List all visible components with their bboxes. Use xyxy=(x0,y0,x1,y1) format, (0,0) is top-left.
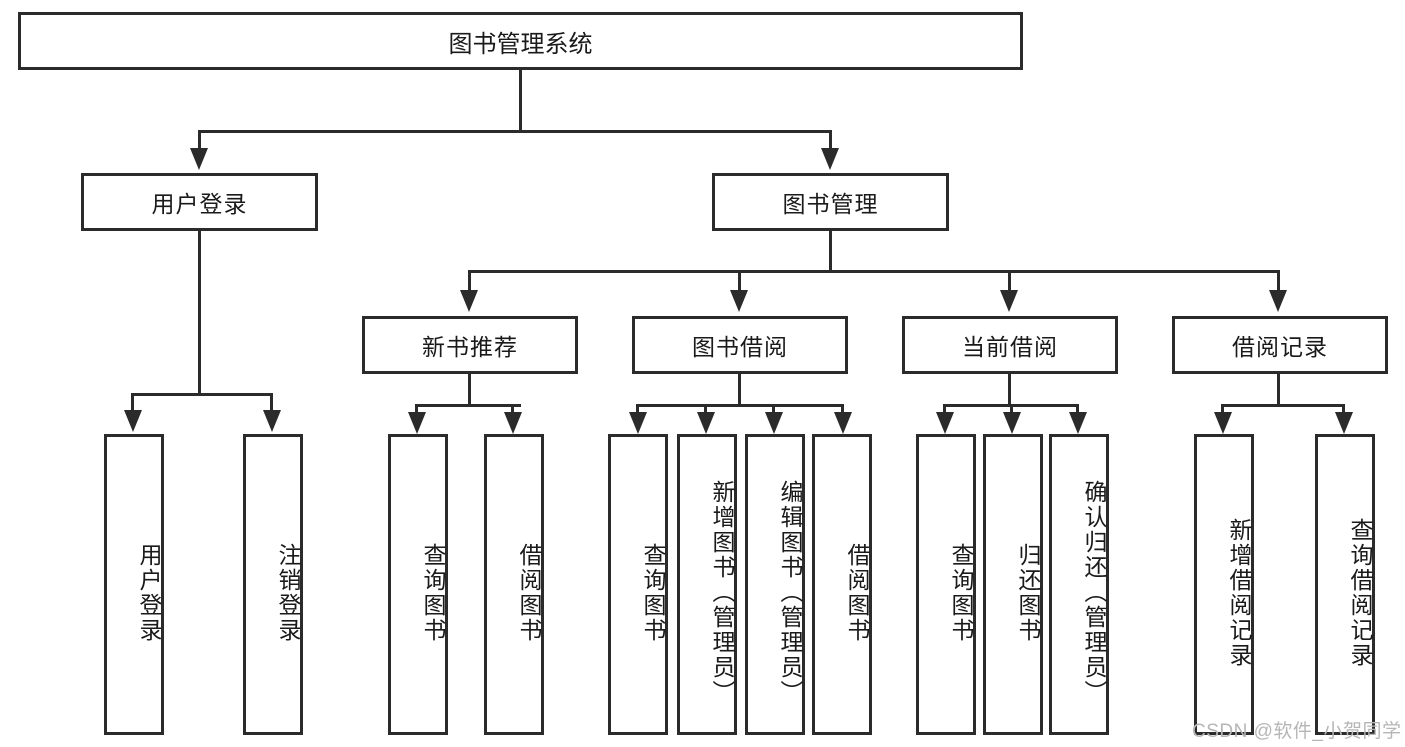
connector-user-login-drop-1 xyxy=(131,393,134,413)
node-label: 新增借阅记录 xyxy=(1226,517,1252,668)
node-label: 查询借阅记录 xyxy=(1347,517,1373,668)
node-label: 图书管理 xyxy=(782,191,879,217)
arrowhead-book-borrow-leaf-3 xyxy=(765,412,783,434)
leaf-logout[interactable]: 注销登录 xyxy=(243,434,303,735)
leaf-borrow-borrow-book[interactable]: 借阅图书 xyxy=(812,434,872,735)
arrowhead-to-book-manage xyxy=(821,148,839,170)
connector-root-drop-right xyxy=(829,130,832,152)
connector-book-borrow-drop-1 xyxy=(636,404,639,418)
node-borrow-record[interactable]: 借阅记录 xyxy=(1172,316,1388,374)
connector-new-book-drop-2 xyxy=(511,404,514,418)
connector-user-login-drop-2 xyxy=(270,393,273,413)
arrowhead-to-user-login xyxy=(190,148,208,170)
leaf-record-query[interactable]: 查询借阅记录 xyxy=(1315,434,1375,735)
arrowhead-current-borrow-leaf-3 xyxy=(1069,412,1087,434)
leaf-current-confirm-return[interactable]: 确认归还（管理员） xyxy=(1049,434,1109,735)
arrowhead-new-book-leaf-1 xyxy=(408,412,426,434)
connector-new-book-drop-1 xyxy=(415,404,418,418)
node-label: 图书借阅 xyxy=(692,334,788,360)
connector-new-book-bar xyxy=(415,404,521,407)
arrowhead-user-login-leaf-1 xyxy=(124,410,142,432)
arrowhead-borrow-record-leaf-1 xyxy=(1214,412,1232,434)
arrowhead-to-new-book xyxy=(460,290,478,312)
arrowhead-new-book-leaf-2 xyxy=(504,412,522,434)
node-label: 归还图书 xyxy=(1015,542,1041,643)
arrowhead-current-borrow-leaf-2 xyxy=(1003,412,1021,434)
connector-book-borrow-bar xyxy=(636,404,844,407)
node-label: 借阅图书 xyxy=(516,542,542,643)
node-label: 查询图书 xyxy=(640,542,666,643)
leaf-new-book-borrow[interactable]: 借阅图书 xyxy=(484,434,544,735)
connector-book-borrow-drop-2 xyxy=(704,404,707,418)
node-label: 借阅记录 xyxy=(1232,334,1328,360)
arrowhead-to-borrow-record xyxy=(1269,290,1287,312)
leaf-current-query-book[interactable]: 查询图书 xyxy=(916,434,976,735)
node-label: 用户登录 xyxy=(151,191,248,217)
node-current-borrow[interactable]: 当前借阅 xyxy=(902,316,1118,374)
arrowhead-to-current-borrow xyxy=(1000,290,1018,312)
connector-book-borrow-stem xyxy=(738,374,741,407)
leaf-current-return-book[interactable]: 归还图书 xyxy=(983,434,1043,735)
connector-user-login-stem xyxy=(198,231,201,396)
node-label: 新书推荐 xyxy=(422,334,518,360)
node-label: 用户登录 xyxy=(136,542,162,643)
node-new-book-recommend[interactable]: 新书推荐 xyxy=(362,316,578,374)
leaf-record-add[interactable]: 新增借阅记录 xyxy=(1194,434,1254,735)
connector-root-drop-left xyxy=(198,130,201,152)
node-label: 编辑图书（管理员） xyxy=(777,480,803,705)
connector-borrow-record-stem xyxy=(1277,374,1280,407)
arrowhead-current-borrow-leaf-1 xyxy=(936,412,954,434)
connector-book-manage-stem xyxy=(829,231,832,272)
connector-book-borrow-drop-3 xyxy=(772,404,775,418)
connector-root-bar xyxy=(198,130,832,133)
leaf-new-book-query[interactable]: 查询图书 xyxy=(388,434,448,735)
connector-book-manage-drop-1 xyxy=(468,270,471,293)
arrowhead-book-borrow-leaf-1 xyxy=(629,412,647,434)
leaf-user-login[interactable]: 用户登录 xyxy=(104,434,164,735)
node-label: 注销登录 xyxy=(275,542,301,643)
node-label: 当前借阅 xyxy=(962,334,1058,360)
node-label: 图书管理系统 xyxy=(448,30,593,58)
arrowhead-book-borrow-leaf-2 xyxy=(697,412,715,434)
connector-current-borrow-drop-1 xyxy=(943,404,946,418)
node-book-management[interactable]: 图书管理 xyxy=(712,173,949,231)
node-label: 新增图书（管理员） xyxy=(709,480,735,705)
node-label: 查询图书 xyxy=(420,542,446,643)
connector-book-manage-drop-3 xyxy=(1008,270,1011,293)
connector-book-manage-drop-4 xyxy=(1277,270,1280,293)
connector-borrow-record-drop-1 xyxy=(1221,404,1224,418)
node-label: 查询图书 xyxy=(948,542,974,643)
connector-book-manage-drop-2 xyxy=(738,270,741,293)
connector-book-manage-bar xyxy=(468,270,1280,273)
connector-new-book-stem xyxy=(468,374,471,407)
csdn-watermark: CSDN @软件_小贺同学 xyxy=(1192,721,1402,742)
connector-current-borrow-stem xyxy=(1008,374,1011,407)
connector-borrow-record-bar xyxy=(1221,404,1345,407)
node-root-system[interactable]: 图书管理系统 xyxy=(18,12,1023,70)
arrowhead-user-login-leaf-2 xyxy=(263,410,281,432)
leaf-borrow-edit-book[interactable]: 编辑图书（管理员） xyxy=(745,434,805,735)
node-user-login[interactable]: 用户登录 xyxy=(81,173,318,231)
node-book-borrow[interactable]: 图书借阅 xyxy=(632,316,848,374)
arrowhead-borrow-record-leaf-2 xyxy=(1335,412,1353,434)
node-label: 借阅图书 xyxy=(844,542,870,643)
arrowhead-book-borrow-leaf-4 xyxy=(834,412,852,434)
connector-root-stem xyxy=(519,70,522,132)
connector-book-borrow-drop-4 xyxy=(841,404,844,418)
arrowhead-to-book-borrow xyxy=(730,290,748,312)
connector-current-borrow-drop-2 xyxy=(1010,404,1013,418)
node-label: 确认归还（管理员） xyxy=(1081,480,1107,705)
connector-user-login-bar xyxy=(131,393,270,396)
connector-borrow-record-drop-2 xyxy=(1342,404,1345,418)
connector-current-borrow-drop-3 xyxy=(1076,404,1079,418)
leaf-borrow-query-book[interactable]: 查询图书 xyxy=(608,434,668,735)
leaf-borrow-add-book[interactable]: 新增图书（管理员） xyxy=(677,434,737,735)
